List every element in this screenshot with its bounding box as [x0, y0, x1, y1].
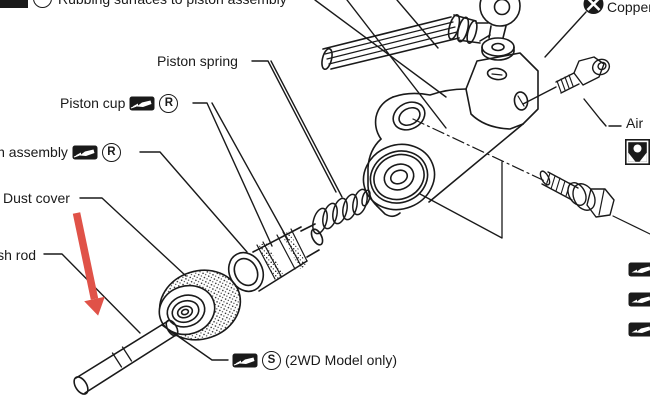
- top-note-text: Rubbing surfaces to piston assembly: [58, 0, 287, 8]
- grease-icon: [72, 145, 98, 160]
- push-rod-part: [73, 319, 179, 395]
- label-piston-assembly: Piston assembly: [0, 144, 68, 160]
- label-air: Air: [626, 115, 644, 131]
- label-piston-cup: Piston cup: [60, 95, 126, 111]
- label-2wd-row: S (2WD Model only): [232, 351, 397, 370]
- piston-spring-part: [312, 188, 371, 235]
- top-note-leader-lines: [314, 0, 447, 129]
- label-leader-lines: [43, 11, 622, 361]
- crossed-circle-icon: [583, 0, 604, 14]
- red-arrow-annotation: [72, 212, 105, 316]
- circled-r-badge: R: [101, 143, 121, 162]
- label-piston-cup-row: Piston cup R: [60, 94, 179, 113]
- grease-icon: [232, 353, 258, 368]
- label-dust-cover: Dust cover: [3, 190, 70, 206]
- cylinder-body: [362, 52, 539, 218]
- air-bleed-icon: [625, 139, 650, 165]
- grease-icon: [628, 322, 650, 337]
- eye-bolt-fitting: [479, 0, 521, 39]
- label-copper: Copper: [607, 0, 650, 15]
- piston-assembly-part: [227, 223, 324, 293]
- label-piston-spring: Piston spring: [157, 53, 238, 69]
- circled-s-badge: S: [262, 351, 281, 370]
- circled-r-badge: R: [159, 94, 179, 113]
- construction-lines: [419, 161, 503, 239]
- grease-icon: [628, 262, 650, 277]
- label-2wd-note: (2WD Model only): [285, 352, 398, 368]
- mounting-bolt: [412, 118, 650, 235]
- label-copper-row: Copper: [583, 0, 650, 17]
- clutch-hose: [321, 14, 491, 71]
- label-push-rod: Push rod: [0, 247, 37, 263]
- grease-icon: [628, 292, 650, 307]
- filled-square-icon: [0, 0, 28, 8]
- bleeder-valve: [522, 56, 611, 105]
- label-piston-assembly-row: Piston assembly R: [0, 143, 121, 162]
- grease-icon: [129, 96, 155, 111]
